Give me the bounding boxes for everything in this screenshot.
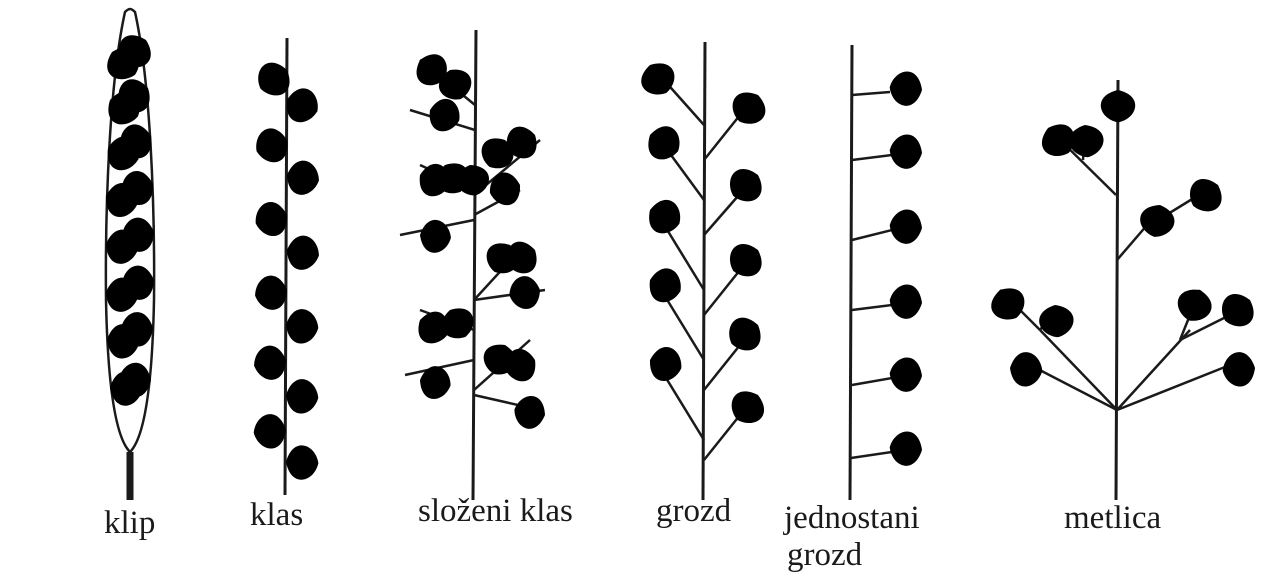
grozd-spikelet bbox=[646, 343, 686, 385]
slozeni-klas-spikelet bbox=[507, 274, 543, 312]
klas-spikelet bbox=[284, 158, 322, 198]
klas-spikelet bbox=[252, 413, 287, 450]
metlica-spikelet bbox=[1221, 351, 1256, 388]
metlica-spikelet bbox=[985, 281, 1031, 326]
label-klip: klip bbox=[104, 505, 155, 543]
branch bbox=[1117, 365, 1230, 410]
metlica-drawing bbox=[985, 80, 1261, 500]
metlica-spikelet bbox=[1137, 202, 1177, 240]
branch bbox=[851, 452, 892, 458]
jednostani-grozd-spikelet bbox=[888, 70, 923, 107]
jednostani-grozd-spikelet bbox=[888, 133, 923, 170]
grozd-spikelet bbox=[635, 56, 681, 101]
grozd-spikelet bbox=[641, 120, 686, 166]
grozd-spikelet bbox=[644, 264, 686, 307]
label-jednostani-grozd: grozd bbox=[787, 537, 862, 575]
label-jednostani: jednostani bbox=[784, 500, 920, 538]
metlica-spikelet bbox=[1214, 287, 1261, 334]
metlica-spikelet bbox=[1009, 351, 1044, 388]
label-klas: klas bbox=[250, 497, 303, 535]
grozd-spikelet bbox=[724, 384, 771, 431]
klip-drawing bbox=[100, 9, 158, 500]
grozd-spikelet bbox=[722, 162, 769, 209]
grozd-spikelet bbox=[643, 194, 687, 239]
branch bbox=[852, 378, 892, 385]
slozeni-klas-drawing bbox=[400, 30, 548, 500]
metlica-spikelet bbox=[1182, 172, 1229, 219]
branch bbox=[1117, 330, 1190, 410]
slozeni-klas-spikelet bbox=[486, 169, 525, 209]
klas-spikelet bbox=[285, 445, 319, 481]
branch bbox=[852, 305, 892, 310]
grozd-spikelet bbox=[722, 237, 769, 284]
label-grozd: grozd bbox=[656, 493, 731, 531]
slozeni-klas-spikelet bbox=[417, 364, 453, 402]
klas-spikelet bbox=[285, 308, 320, 345]
jednostani-grozd-spikelet bbox=[888, 430, 923, 467]
branch bbox=[1040, 330, 1117, 410]
slozeni-klas-spikelet bbox=[424, 95, 464, 137]
klas-spikelet bbox=[285, 378, 320, 415]
grozd-drawing bbox=[635, 42, 772, 500]
jednostani-grozd-spikelet bbox=[888, 283, 923, 320]
grozd-spikelet bbox=[722, 311, 768, 358]
label-slozeni-klas: složeni klas bbox=[418, 493, 573, 531]
slozeni-klas-spikelet bbox=[419, 219, 453, 255]
jednostani-grozd-drawing bbox=[850, 45, 923, 500]
branch bbox=[1030, 365, 1117, 410]
klas-spikelet bbox=[251, 56, 297, 103]
slozeni-klas-spikelet bbox=[512, 393, 548, 431]
branch bbox=[852, 230, 892, 240]
metlica-spikelet bbox=[1101, 90, 1135, 122]
label-metlica: metlica bbox=[1064, 500, 1161, 538]
klas-spikelet bbox=[284, 233, 322, 273]
klas-spikelet bbox=[252, 273, 290, 313]
klas-drawing bbox=[251, 38, 324, 495]
jednostani-grozd-spikelet bbox=[888, 208, 923, 245]
klas-spikelet bbox=[251, 343, 289, 383]
branch bbox=[852, 92, 890, 95]
metlica-spikelet bbox=[1173, 284, 1216, 326]
branch bbox=[852, 155, 892, 160]
jednostani-grozd-spikelet bbox=[888, 356, 923, 393]
